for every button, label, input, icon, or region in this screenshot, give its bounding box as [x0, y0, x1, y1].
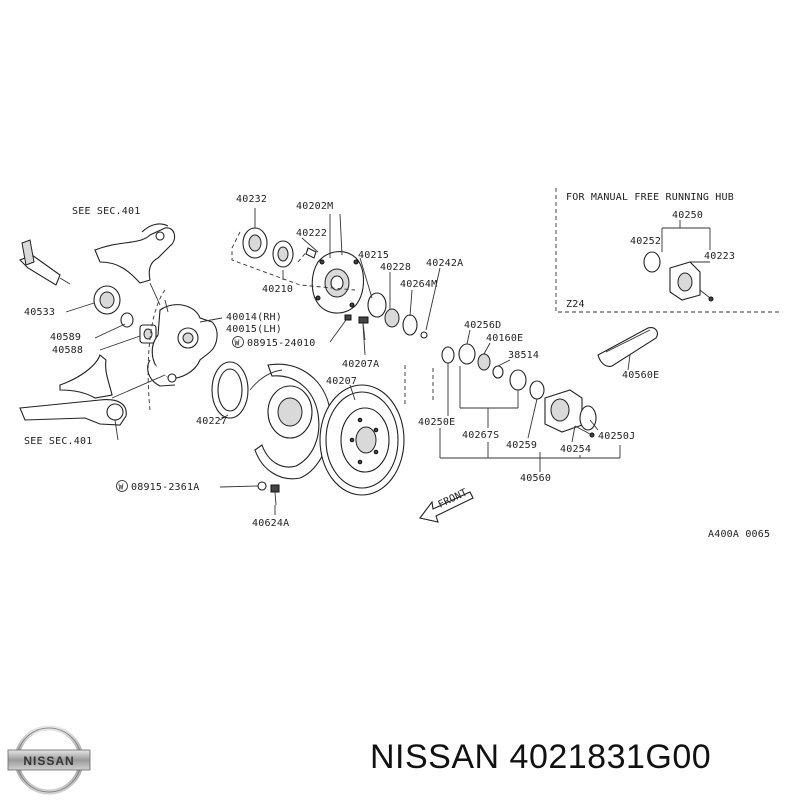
- svg-text:W: W: [235, 339, 240, 348]
- part-40242A-drawing: [420, 331, 428, 339]
- part-40227-drawing: [211, 361, 249, 419]
- part-40210-drawing: [272, 240, 294, 268]
- part-40207-drawing: [319, 384, 405, 496]
- part-40228-drawing: [384, 308, 400, 328]
- knuckle-arm-drawing: [94, 223, 176, 306]
- nissan-logo-icon: NISSAN: [7, 725, 91, 795]
- part-40588-drawing: [139, 324, 157, 344]
- lower-arm-drawing: [19, 354, 166, 441]
- label-see-sec-top: SEE SEC.401: [72, 206, 140, 217]
- inset-box: [555, 188, 782, 313]
- label-40222: 40222: [296, 228, 327, 239]
- label-inset-40252: 40252: [630, 236, 661, 247]
- dust-shield-drawing: [249, 363, 332, 480]
- label-40624A: 40624A: [252, 518, 289, 529]
- part-40560-drawing: [544, 389, 597, 438]
- part-40264M-drawing: [402, 314, 418, 336]
- label-40560: 40560: [520, 473, 551, 484]
- label-diagram-code: A400A 0065: [708, 529, 770, 540]
- label-40242A: 40242A: [426, 258, 463, 269]
- label-40227: 40227: [196, 416, 227, 427]
- part-40215-drawing: [367, 292, 387, 318]
- part-40160E-drawing: [477, 353, 491, 371]
- label-40533: 40533: [24, 307, 55, 318]
- part-40560E-drawing: [597, 327, 658, 367]
- label-40207A: 40207A: [342, 359, 379, 370]
- label-40014-rh: 40014(RH): [226, 312, 282, 323]
- part-40589-drawing: [120, 312, 134, 328]
- bolt-08915-24010-drawing: [344, 314, 352, 321]
- knuckle-body-drawing: [147, 299, 218, 387]
- label-40250J: 40250J: [598, 431, 635, 442]
- label-38514: 38514: [508, 350, 539, 361]
- part-40624A-drawing: [270, 484, 280, 506]
- part-40267S-drawing: [509, 369, 527, 391]
- part-title: NISSAN 4021831G00: [370, 738, 712, 776]
- label-08915-2361A: 08915-2361A: [131, 482, 199, 493]
- part-40259-drawing: [529, 380, 545, 400]
- label-40215: 40215: [358, 250, 389, 261]
- label-40015-lh: 40015(LH): [226, 324, 282, 335]
- diagram-labels: SEE SEC.401 SEE SEC.401 40232 40202M 402…: [24, 192, 770, 540]
- circle-w-icon: W: [232, 336, 244, 348]
- circle-w-icon-2: W: [116, 480, 128, 492]
- svg-text:W: W: [119, 483, 124, 492]
- label-40250E: 40250E: [418, 417, 455, 428]
- label-inset-title: FOR MANUAL FREE RUNNING HUB: [566, 192, 734, 203]
- label-40588: 40588: [52, 345, 83, 356]
- label-40160E: 40160E: [486, 333, 523, 344]
- part-40202M-drawing: [305, 247, 365, 314]
- part-38514-drawing: [492, 365, 504, 379]
- label-40202M: 40202M: [296, 201, 333, 212]
- label-08915-24010: 08915-24010: [247, 338, 315, 349]
- part-40533-drawing: [93, 285, 121, 315]
- label-40264M: 40264M: [400, 279, 437, 290]
- label-inset-z24: Z24: [566, 299, 585, 310]
- dashed-group-lines: [147, 231, 434, 411]
- label-40228: 40228: [380, 262, 411, 273]
- nissan-logo-text: NISSAN: [23, 754, 74, 768]
- leader-lines: [65, 208, 631, 515]
- label-40232: 40232: [236, 194, 267, 205]
- label-see-sec-bottom: SEE SEC.401: [24, 436, 92, 447]
- label-40207: 40207: [326, 376, 357, 387]
- part-40256D-drawing: [458, 343, 476, 365]
- label-40267S: 40267S: [462, 430, 499, 441]
- part-40250E-drawing: [441, 346, 455, 364]
- label-inset-40223: 40223: [704, 251, 735, 262]
- label-40560E: 40560E: [622, 370, 659, 381]
- label-40259: 40259: [506, 440, 537, 451]
- label-40254: 40254: [560, 444, 591, 455]
- front-arrow-icon: [419, 491, 474, 523]
- label-40589: 40589: [50, 332, 81, 343]
- part-40232-drawing: [242, 227, 268, 259]
- washer-08915-2361A-drawing: [257, 481, 267, 491]
- axle-shaft-drawing: [19, 239, 71, 286]
- label-40210: 40210: [262, 284, 293, 295]
- label-inset-40250: 40250: [672, 210, 703, 221]
- label-40256D: 40256D: [464, 320, 501, 331]
